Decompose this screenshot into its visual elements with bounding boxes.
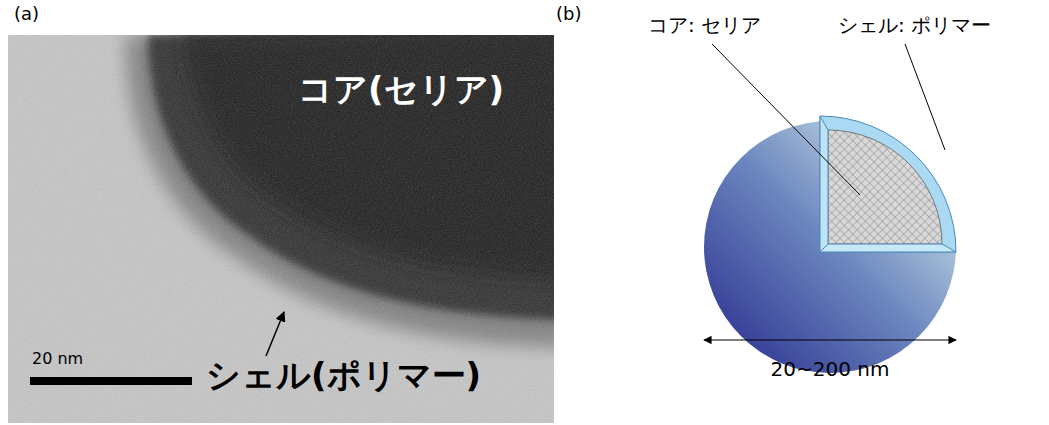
dimension-label: 20~200 nm [771,358,890,381]
leader-line [905,44,945,150]
leader-arrow [266,312,284,356]
panel-label: (a) [14,4,39,25]
shell-label: シェル(ポリマー) [206,356,481,395]
panel-label: (b) [556,4,581,25]
core-shell-sphere [704,116,956,373]
shell-label: シェル: ポリマー [838,14,991,37]
scale-bar [30,377,192,385]
dimension-arrow [704,339,956,340]
scale-label: 20 nm [32,350,83,368]
core-label: コア(セリア) [298,70,504,109]
leader-line [712,44,860,195]
core-label: コア: セリア [648,14,761,37]
